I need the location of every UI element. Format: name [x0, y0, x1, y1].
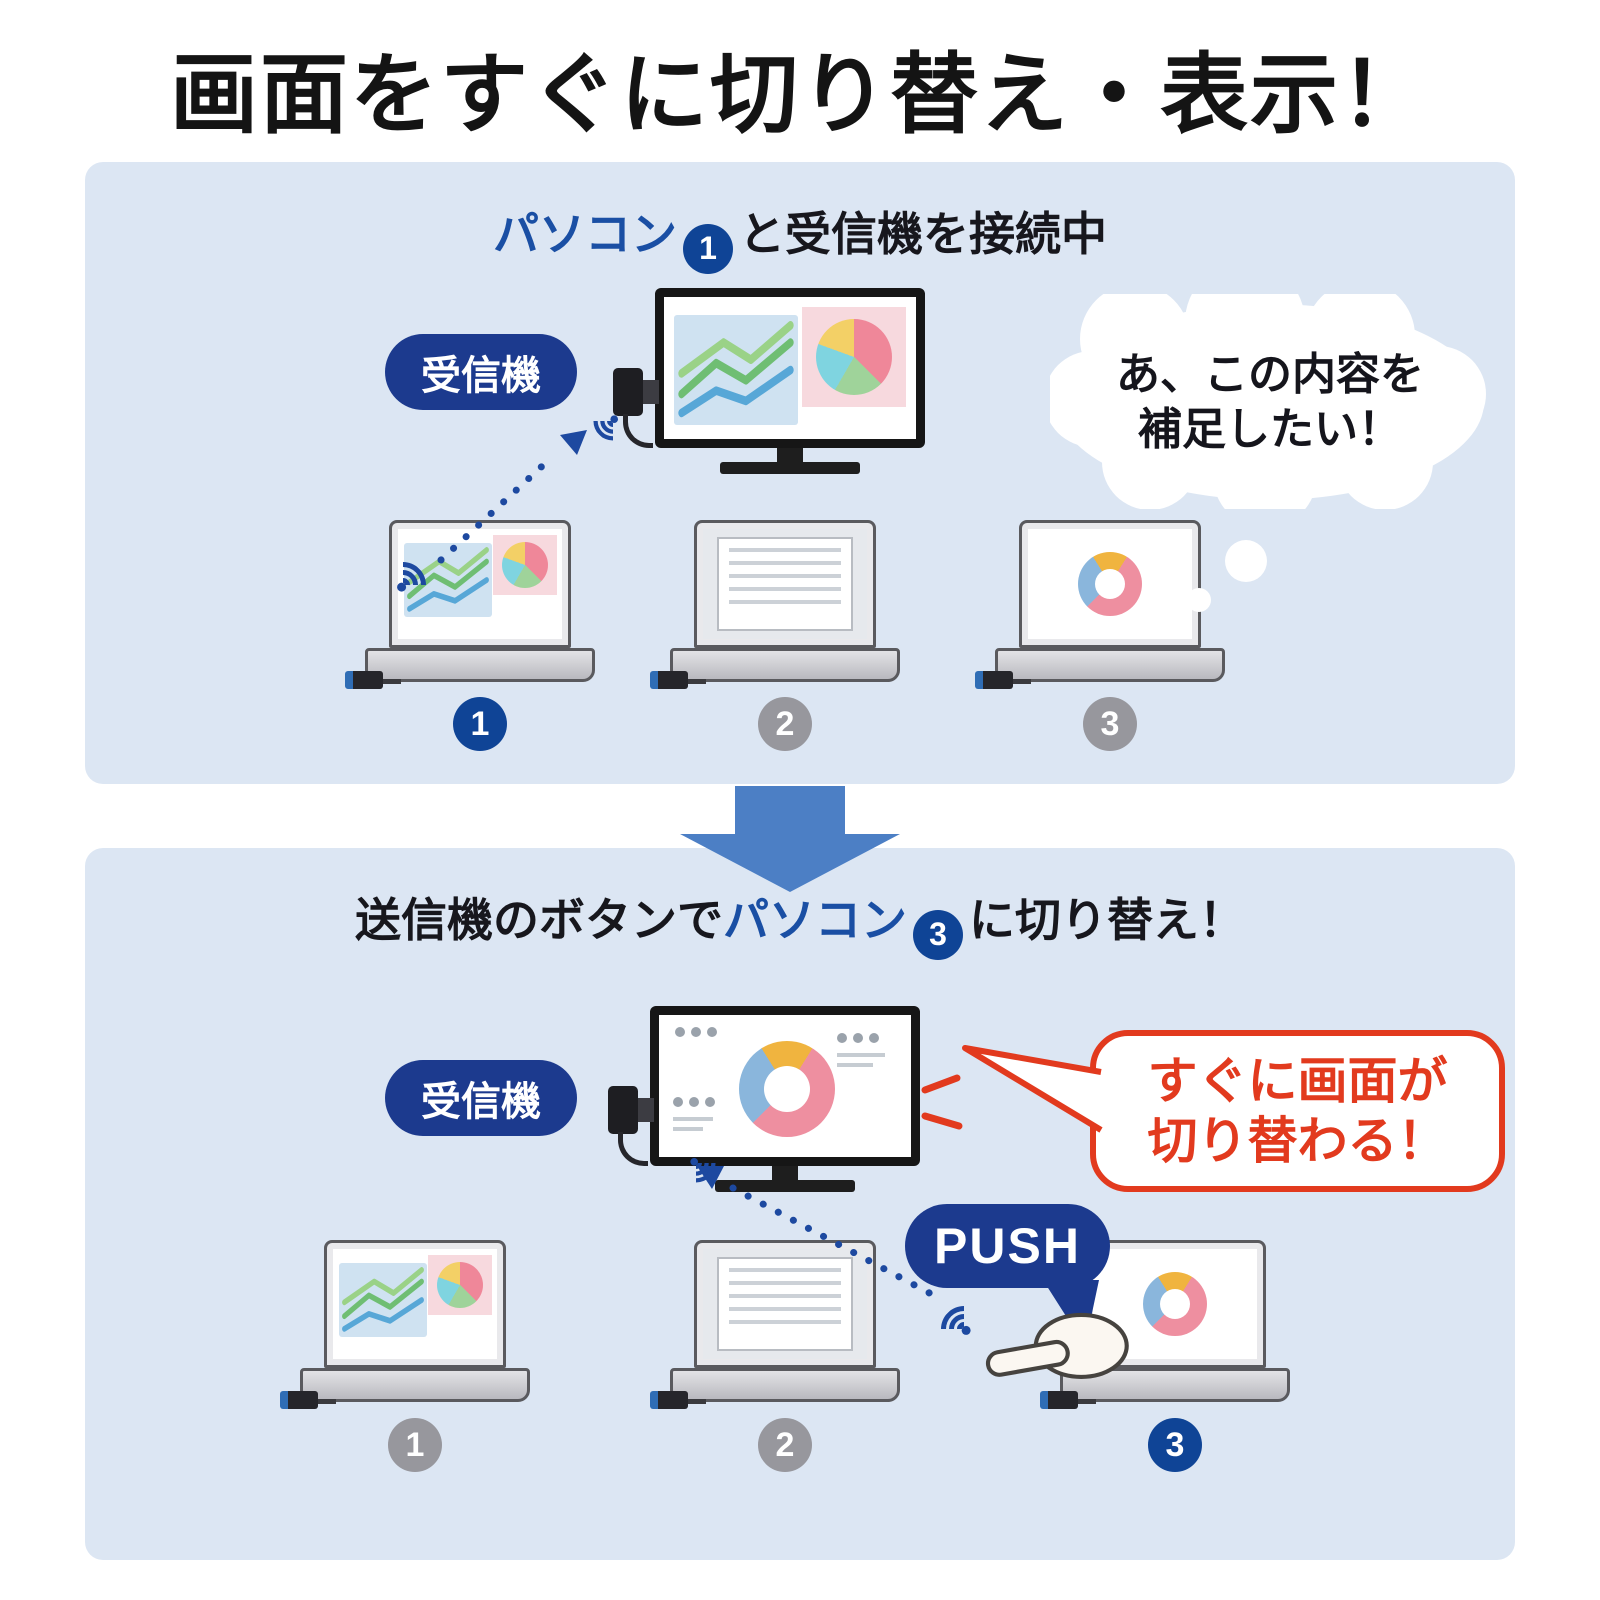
pie-chart-panel — [802, 307, 906, 407]
panel1-header-pc-number-badge: 1 — [683, 223, 733, 274]
transmitter-device — [280, 1388, 336, 1414]
donut-chart-graphic — [739, 1041, 835, 1137]
transmitter-device — [345, 668, 401, 694]
transmitter-device — [975, 668, 1031, 694]
transmitter-device — [650, 668, 706, 694]
push-button-callout: PUSH — [905, 1204, 1110, 1288]
panel2-header-suffix: に切り替え！ — [969, 894, 1245, 946]
laptop-3 — [1040, 1240, 1290, 1409]
transmitter-device — [650, 1388, 706, 1414]
pie-chart-graphic — [437, 1262, 483, 1308]
laptop-3-screen — [1019, 520, 1201, 648]
receiver-body — [608, 1086, 638, 1134]
laptop-1 — [280, 1240, 530, 1409]
page-title: 画面をすぐに切り替え・表示！ — [169, 48, 1430, 145]
emphasis-mark — [921, 1074, 961, 1094]
thought-bubble-line2: 補足したい！ — [1138, 404, 1402, 454]
monitor-frame — [650, 1006, 920, 1166]
panel2-header-prefix: 送信機のボタンで — [355, 894, 723, 946]
document-graphic — [717, 537, 853, 631]
laptop-3-number-badge: 3 — [1083, 697, 1137, 751]
monitor-stand-neck — [777, 448, 803, 462]
receiver-label: 受信機 — [385, 1060, 577, 1136]
pie-chart-graphic — [816, 319, 892, 395]
receiver-device — [613, 368, 683, 460]
panel1-header-pc-label: パソコン — [493, 208, 677, 260]
laptop-3-base — [995, 648, 1225, 682]
laptop-2-base — [670, 1368, 900, 1402]
emphasis-mark — [921, 1112, 963, 1130]
callout-line2: 切り替わる！ — [1147, 1113, 1448, 1169]
laptop-1-number-badge: 1 — [388, 1418, 442, 1472]
receiver-device — [608, 1086, 678, 1178]
laptop-2-screen — [694, 520, 876, 648]
thought-bubble-shape — [1050, 294, 1486, 509]
laptop-2-number-badge: 2 — [758, 1418, 812, 1472]
panel2-header-pc-number-badge: 3 — [913, 909, 963, 960]
signal-arrowhead — [560, 430, 587, 455]
callout-tail — [962, 1045, 1103, 1133]
slide-dots-graphic — [837, 1033, 879, 1043]
donut-chart-graphic — [1143, 1272, 1207, 1336]
monitor-stand-base — [715, 1180, 855, 1192]
monitor-stand-base — [720, 462, 860, 474]
monitor-display — [650, 1006, 920, 1192]
laptop-2 — [650, 520, 900, 689]
line-and-pie-chart-graphic — [333, 1249, 497, 1359]
receiver-connector — [638, 1098, 654, 1122]
laptop-1-number-badge: 1 — [453, 697, 507, 751]
monitor-display — [655, 288, 925, 474]
monitor-screen — [664, 297, 916, 439]
panel1-header-suffix: と受信機を接続中 — [739, 208, 1107, 260]
receiver-cable — [623, 414, 653, 448]
laptop-2-base — [670, 648, 900, 682]
line-and-pie-chart-graphic — [664, 297, 916, 439]
instant-switch-callout: すぐに画面が 切り替わる！ — [1090, 1030, 1505, 1192]
line-chart-graphic — [674, 315, 798, 425]
line-chart-graphic — [339, 1263, 427, 1337]
receiver-label: 受信機 — [385, 334, 577, 410]
receiver-connector — [643, 380, 659, 404]
monitor-frame — [655, 288, 925, 448]
laptop-3-number-badge: 3 — [1148, 1418, 1202, 1472]
thought-bubble: あ、この内容を 補足したい！ — [1050, 294, 1490, 509]
slide-dots-graphic — [675, 1027, 717, 1037]
laptop-3-screen — [1084, 1240, 1266, 1368]
thought-bubble-line1: あ、この内容を — [1116, 349, 1424, 399]
donut-chart-graphic — [1078, 552, 1142, 616]
receiver-cable — [618, 1132, 648, 1166]
hand-press-icon — [985, 1312, 1129, 1379]
callout-line1: すぐに画面が — [1147, 1053, 1448, 1109]
receiver-body — [613, 368, 643, 416]
monitor-stand-neck — [772, 1166, 798, 1180]
laptop-2 — [650, 1240, 900, 1409]
arrow-down-icon — [680, 786, 900, 892]
laptop-3 — [975, 520, 1225, 689]
document-graphic — [717, 1257, 853, 1351]
laptop-2-number-badge: 2 — [758, 697, 812, 751]
slide-dots-graphic — [673, 1097, 715, 1107]
thought-trail-circle-large — [1225, 540, 1267, 582]
laptop-2-screen — [694, 1240, 876, 1368]
pie-chart-graphic — [502, 542, 548, 588]
monitor-screen — [659, 1015, 911, 1157]
laptop-1-base — [365, 648, 595, 682]
laptop-1-screen — [324, 1240, 506, 1368]
transmitter-device — [1040, 1388, 1096, 1414]
laptop-1-base — [300, 1368, 530, 1402]
thought-trail-circle-small — [1187, 588, 1211, 612]
panel2-header-pc-label: パソコン — [723, 894, 907, 946]
